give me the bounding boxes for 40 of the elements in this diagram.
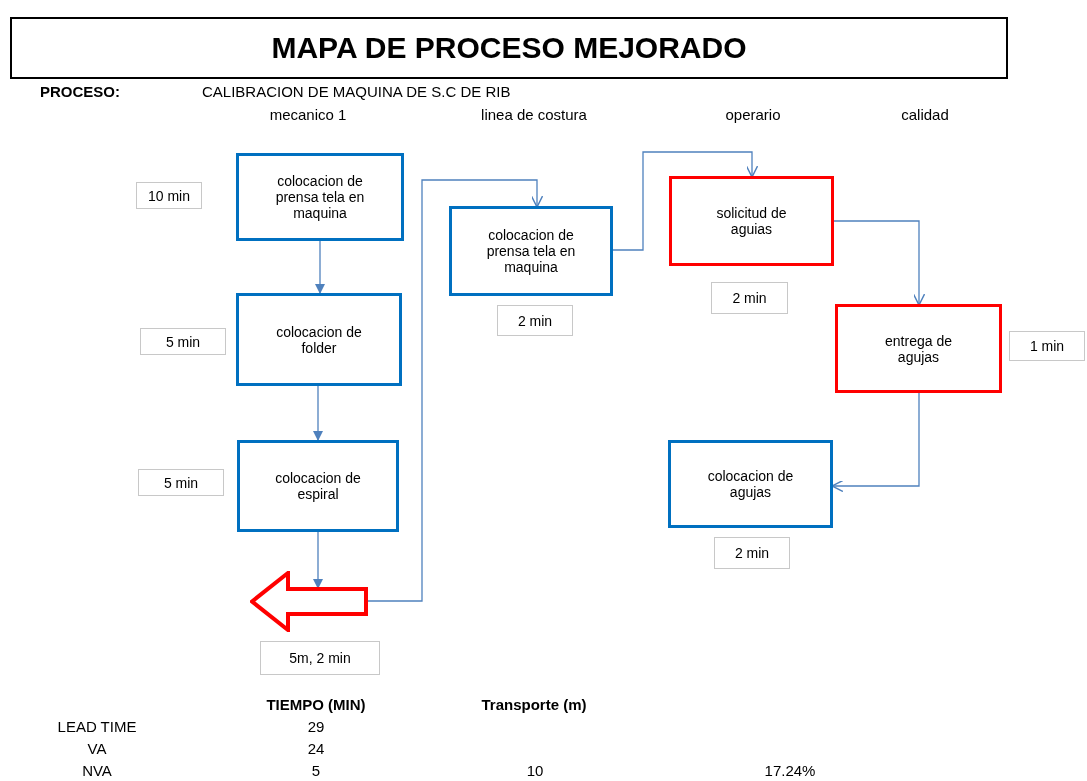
duration-label: 2 min [714, 537, 790, 569]
process-step-box: colocacion de prensa tela en maquina [236, 153, 404, 241]
duration-label: 1 min [1009, 331, 1085, 361]
lane-header: mecanico 1 [269, 106, 347, 124]
row-header: LEAD TIME [57, 718, 137, 736]
process-step-box: colocacion de agujas [668, 440, 833, 528]
duration-label: 2 min [711, 282, 788, 314]
title-banner: MAPA DE PROCESO MEJORADO [10, 17, 1008, 79]
connector-arrow [313, 385, 323, 441]
lane-header: calidad [901, 106, 949, 124]
table-value: 17.24% [764, 762, 816, 780]
duration-label: 5 min [140, 328, 226, 355]
process-step-box: colocacion de espiral [237, 440, 399, 532]
duration-label: 5m, 2 min [260, 641, 380, 675]
connector-arrow [833, 220, 926, 306]
field-label: PROCESO: [40, 83, 120, 101]
row-header: NVA [82, 762, 112, 780]
column-header: TIEMPO (MIN) [266, 696, 366, 714]
non-value-step-box: solicitud de aguias [669, 176, 834, 266]
lane-header: operario [725, 106, 781, 124]
process-name: CALIBRACION DE MAQUINA DE S.C DE RIB [202, 83, 511, 101]
row-header: VA [87, 740, 107, 758]
non-value-step-box: entrega de agujas [835, 304, 1002, 393]
table-value: 5 [311, 762, 321, 780]
connector-arrow [612, 151, 759, 251]
process-step-box: colocacion de folder [236, 293, 402, 386]
duration-label: 2 min [497, 305, 573, 336]
lane-header: linea de costura [481, 106, 587, 124]
connector-arrow [313, 531, 323, 589]
table-value: 10 [526, 762, 544, 780]
column-header: Transporte (m) [481, 696, 587, 714]
connector-arrow [315, 240, 325, 294]
duration-label: 10 min [136, 182, 202, 209]
block-arrow [250, 571, 368, 632]
process-step-box: colocacion de prensa tela en maquina [449, 206, 613, 296]
connector-arrow [831, 392, 920, 493]
table-value: 24 [307, 740, 325, 758]
connector-arrow [367, 179, 544, 602]
duration-label: 5 min [138, 469, 224, 496]
table-value: 29 [307, 718, 325, 736]
